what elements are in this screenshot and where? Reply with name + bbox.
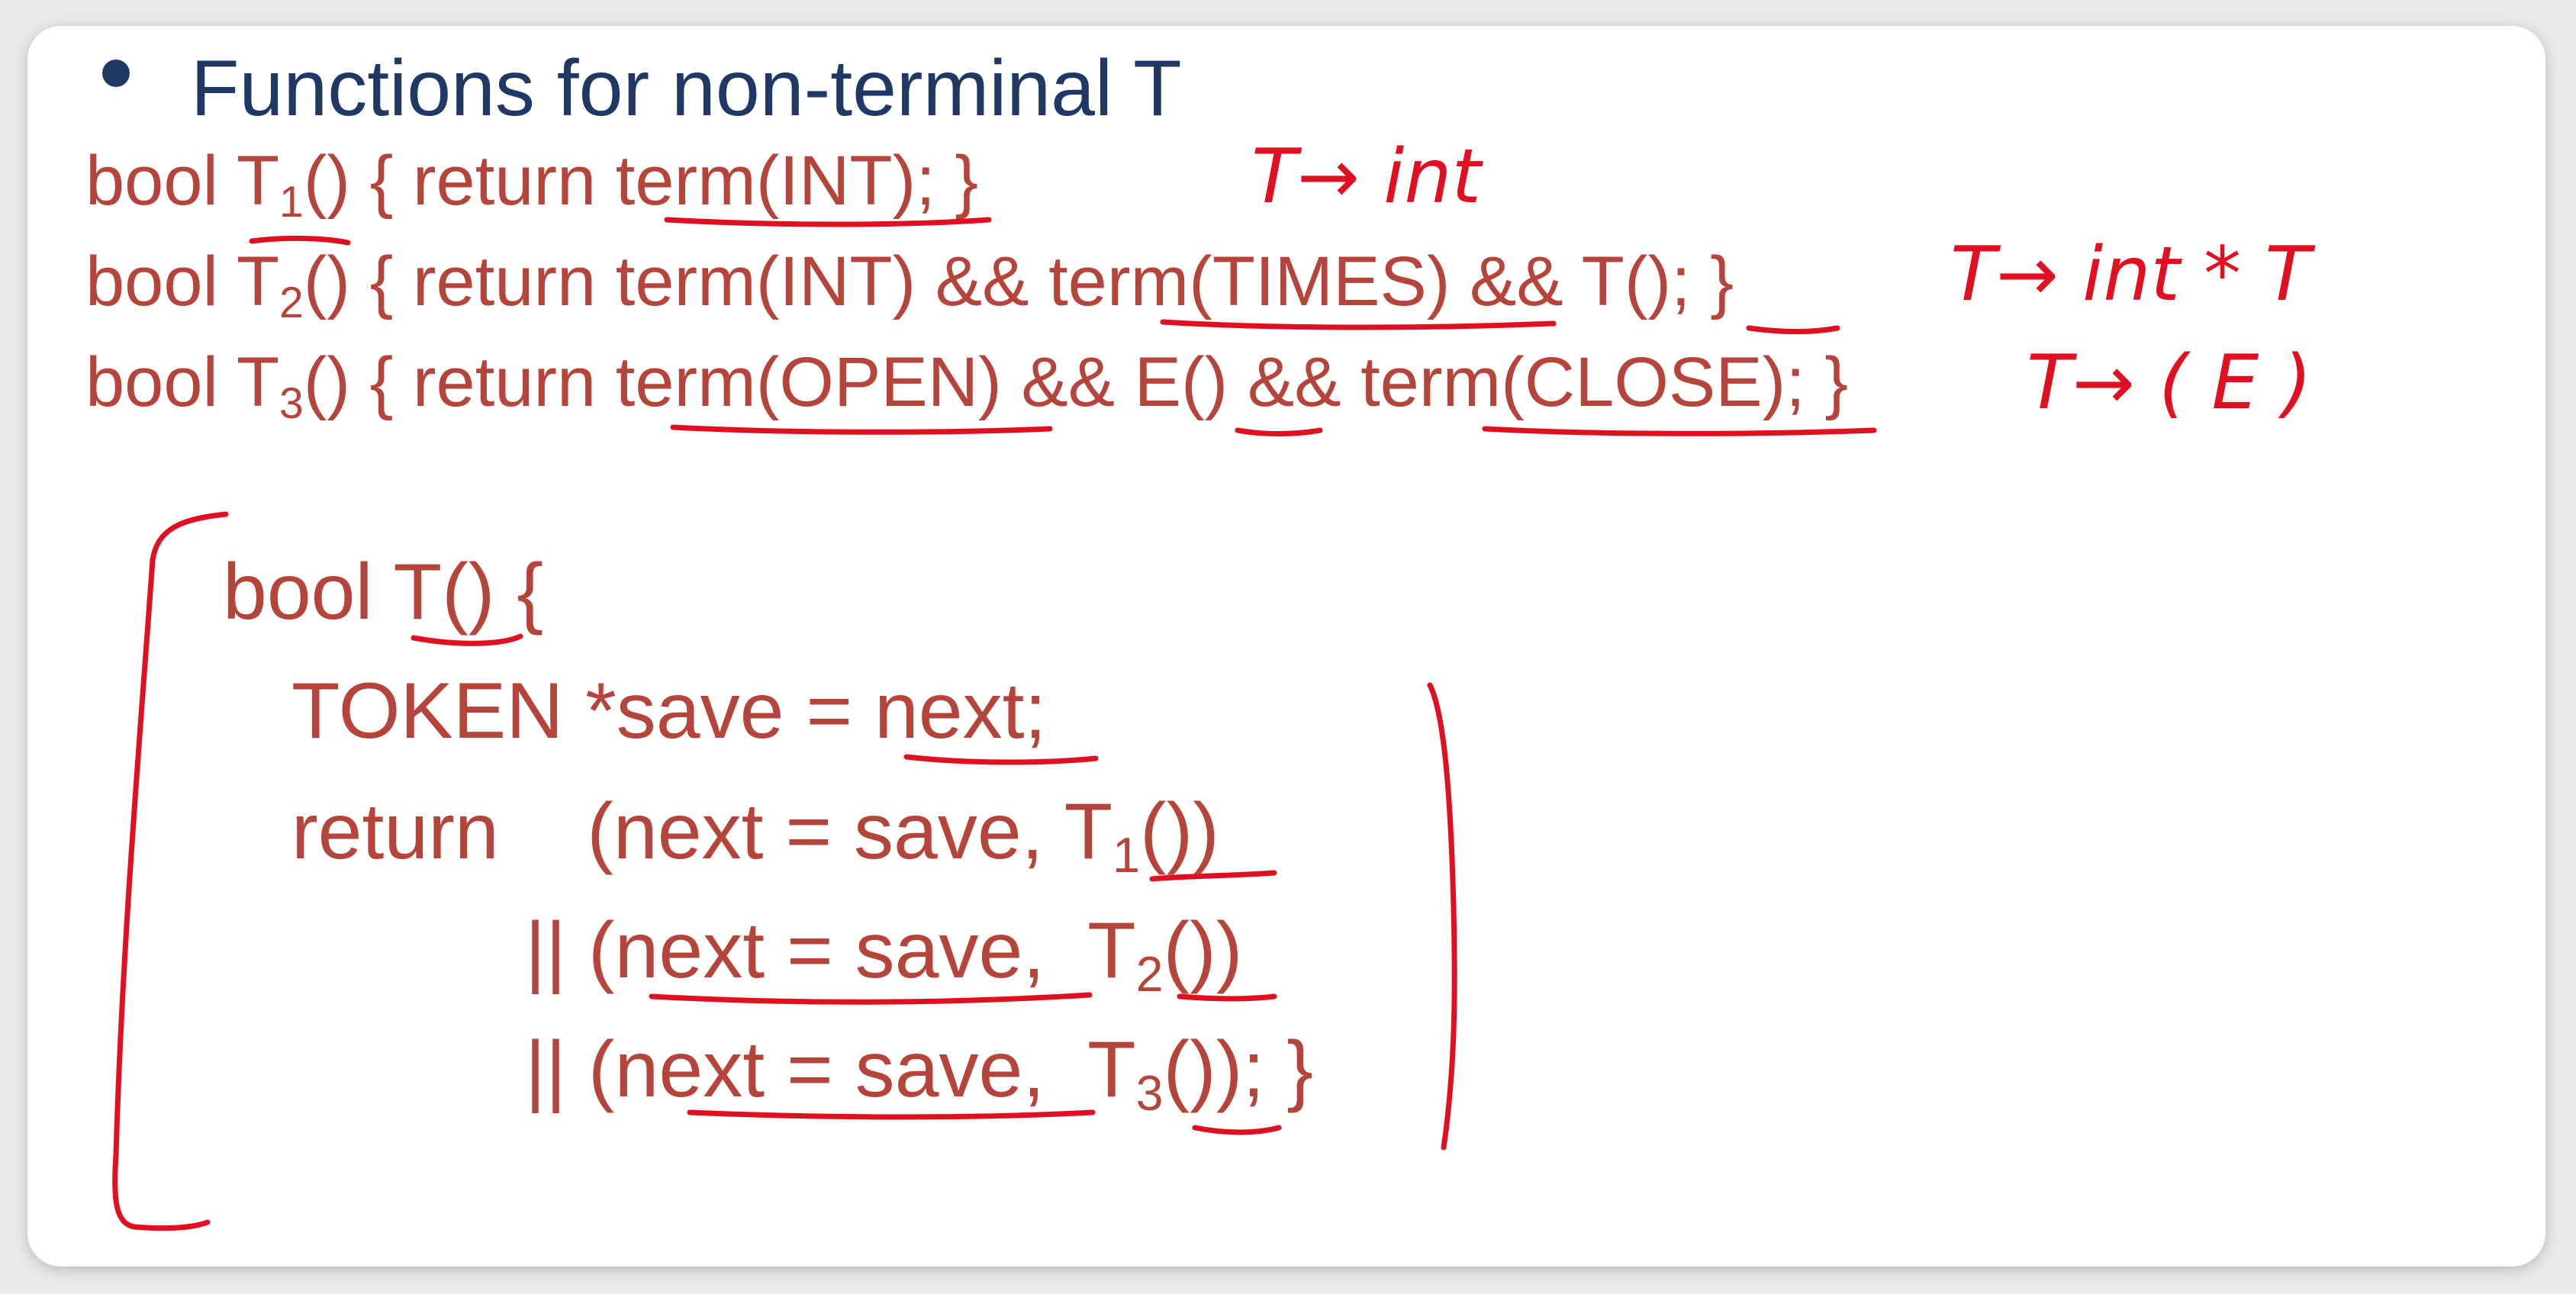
annotation-t2-rule: T→ int * T (1950, 231, 2311, 318)
underline-t-call (1746, 325, 1840, 334)
underline-t3-call (1192, 1125, 1282, 1135)
bullet-point (102, 60, 130, 87)
underline-term-open (670, 424, 1053, 435)
left-bracket (112, 511, 229, 1231)
right-bracket (1427, 682, 1457, 1151)
annotation-t3-rule: T→ ( E ) (2027, 340, 2312, 427)
slide: Functions for non-terminal T bool T1() {… (27, 26, 2545, 1267)
main-function-signature: bool T() { (223, 548, 544, 636)
function-t1: bool T1() { return term(INT); } (85, 142, 979, 227)
slide-title: Functions for non-terminal T (191, 44, 1182, 133)
function-t2: bool T2() { return term(INT) && term(TIM… (85, 243, 1734, 327)
underline-e-call (1235, 427, 1323, 436)
function-t3: bool T3() { return term(OPEN) && E() && … (85, 343, 1849, 428)
alternative-t2-line: || (next = save, T2()) (525, 906, 1243, 1003)
return-line: return (next = save, T1()) (291, 787, 1219, 884)
save-token-line: TOKEN *save = next; (291, 667, 1047, 755)
alternative-t3-line: || (next = save, T3()); } (525, 1025, 1313, 1122)
annotation-t1-rule: T→ int (1251, 134, 1481, 220)
underline-term-close (1482, 426, 1877, 436)
